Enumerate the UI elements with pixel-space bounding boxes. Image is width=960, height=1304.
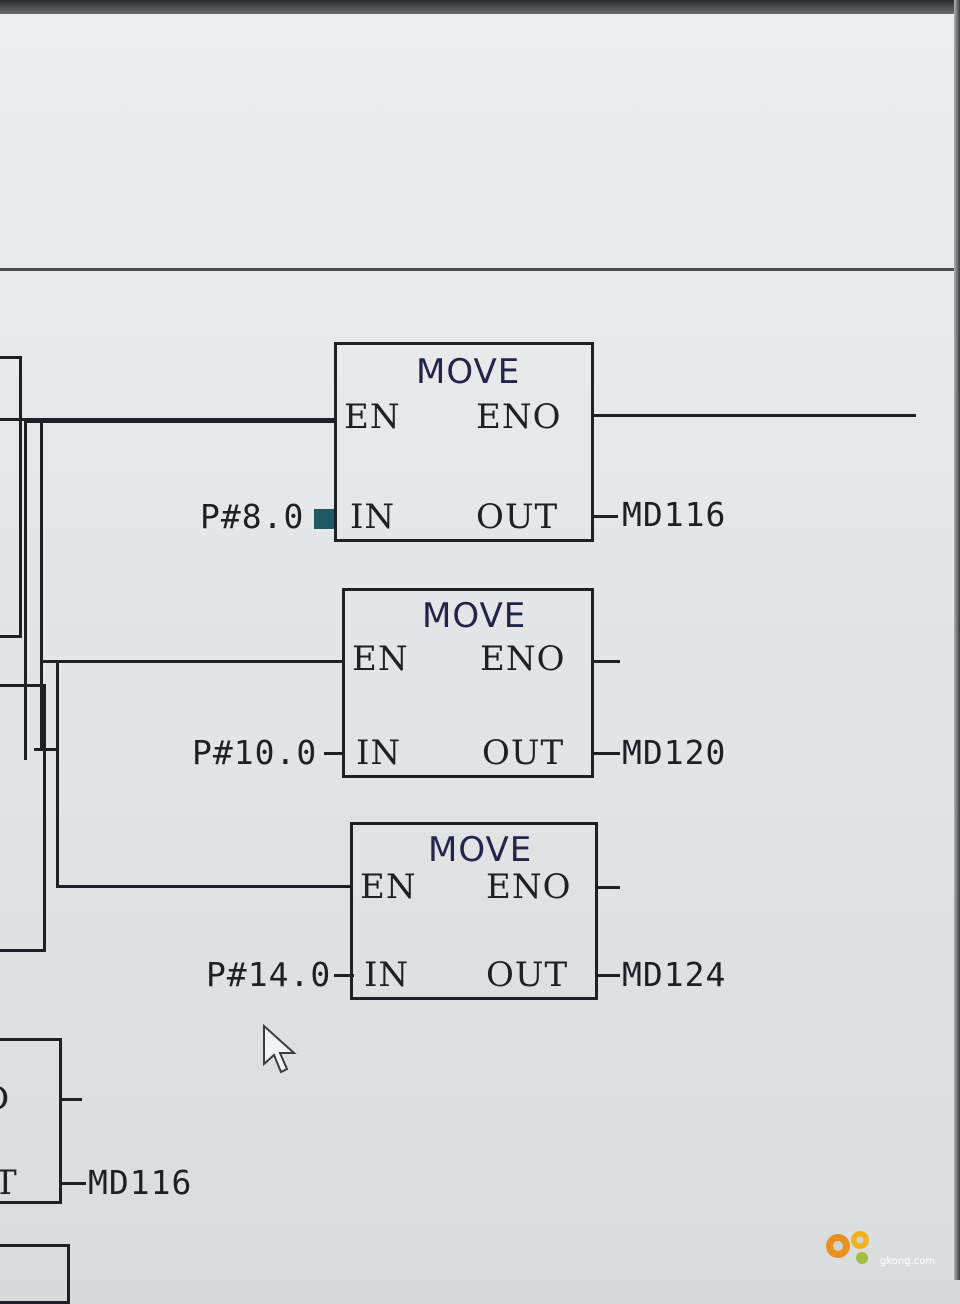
move-block-2-en[interactable]: EN (352, 639, 409, 679)
left-partial-box-top[interactable] (0, 356, 22, 638)
move-block-1-in-value[interactable]: P#8.0 (200, 497, 305, 536)
in-wire-2 (324, 752, 344, 755)
move-block-2-in[interactable]: IN (356, 733, 402, 773)
branch-rail (40, 420, 43, 750)
move-block-3-in-value[interactable]: P#14.0 (206, 955, 332, 994)
move-block-1-en[interactable]: EN (344, 397, 401, 437)
move-block-3-title: MOVE (428, 830, 533, 870)
move-block-2-out[interactable]: OUT (482, 733, 565, 773)
out-wire-2 (594, 752, 620, 755)
network-separator (0, 268, 954, 271)
en-wire-3 (56, 885, 352, 888)
selection-marker (314, 509, 334, 529)
left-power-rail (24, 420, 27, 760)
branch-stub (34, 748, 56, 751)
eno-wire-3 (596, 886, 620, 889)
partial-block-out-value[interactable]: MD116 (88, 1163, 193, 1202)
left-partial-box-middle[interactable] (0, 684, 46, 952)
move-block-1[interactable] (334, 342, 594, 542)
screen-top-bezel (0, 0, 960, 14)
move-block-2-eno[interactable]: ENO (480, 639, 566, 679)
move-block-3-eno[interactable]: ENO (486, 867, 572, 907)
en-wire-2 (40, 660, 344, 663)
partial-block-top-fragment: D (0, 1082, 10, 1116)
screen-right-bezel (954, 0, 960, 1280)
en-wire-1-branch (24, 420, 336, 423)
out-wire-3 (596, 974, 620, 977)
move-block-1-in[interactable]: IN (350, 497, 396, 537)
move-block-3-in[interactable]: IN (364, 955, 410, 995)
watermark: gkong.com (822, 1222, 952, 1274)
move-block-3-en[interactable]: EN (360, 867, 417, 907)
gear-logo-icon (826, 1231, 869, 1264)
move-block-3-out[interactable]: OUT (486, 955, 569, 995)
move-block-1-title: MOVE (416, 352, 521, 392)
en-wire-1 (0, 418, 336, 421)
mouse-pointer-icon (263, 1024, 297, 1074)
partial-block-out-fragment: T (0, 1163, 18, 1203)
partial-block-eno-wire (62, 1098, 82, 1101)
move-block-2[interactable] (342, 588, 594, 778)
in-wire-3 (334, 974, 354, 977)
move-block-2-in-value[interactable]: P#10.0 (192, 733, 318, 772)
move-block-3[interactable] (350, 822, 598, 1000)
move-block-1-out[interactable]: OUT (476, 497, 559, 537)
out-wire-1 (592, 515, 618, 518)
move-block-3-out-value[interactable]: MD124 (622, 955, 727, 994)
move-block-2-title: MOVE (422, 596, 527, 636)
eno-wire-2 (594, 660, 620, 663)
eno-wire-1 (592, 414, 916, 417)
move-block-1-eno[interactable]: ENO (476, 397, 562, 437)
watermark-domain: gkong.com (880, 1256, 936, 1267)
partial-block-out-wire (62, 1182, 86, 1185)
move-block-1-out-value[interactable]: MD116 (622, 495, 727, 534)
branch-rail-lower (56, 662, 59, 888)
partial-block-below[interactable] (0, 1244, 70, 1304)
partial-block-bottom[interactable] (0, 1038, 62, 1204)
move-block-2-out-value[interactable]: MD120 (622, 733, 727, 772)
